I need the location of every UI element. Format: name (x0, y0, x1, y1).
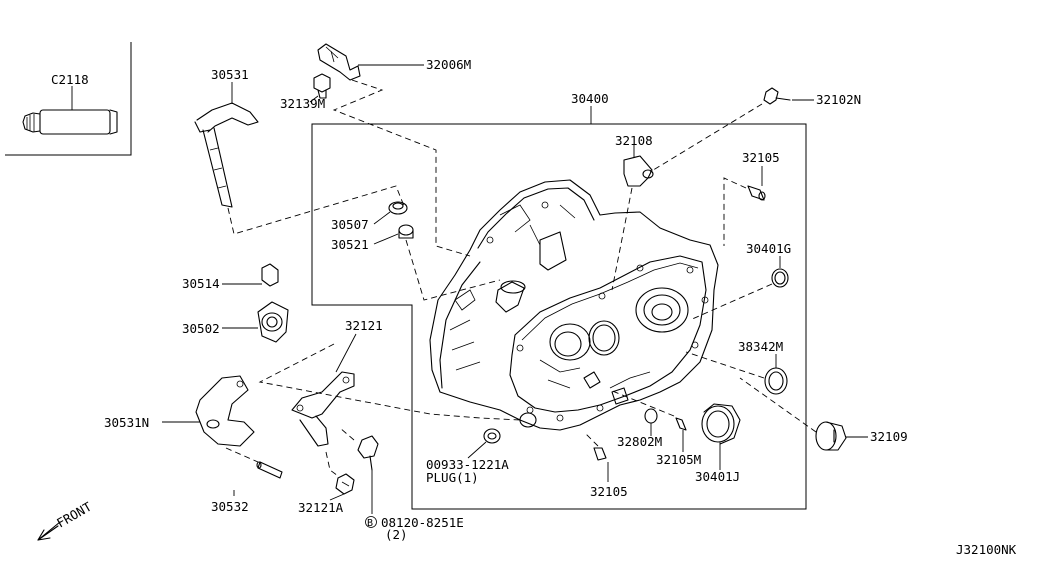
label-32121: 32121 (345, 318, 383, 333)
diagram-code: J32100NK (956, 542, 1017, 557)
part-30400-housing[interactable] (429, 179, 719, 431)
part-30514-clip[interactable] (261, 263, 279, 287)
label-30401j: 30401J (695, 469, 740, 484)
label-32105-top: 32105 (742, 150, 780, 165)
part-30507-bushing[interactable] (388, 201, 408, 215)
part-32006m-speed-sensor[interactable] (317, 43, 361, 81)
part-30502-release-bearing[interactable] (257, 301, 289, 343)
part-32121-lever[interactable] (291, 371, 355, 447)
dash-38342m (685, 351, 765, 379)
bolt-symbol-badge: B (365, 516, 377, 529)
dash-32108 (611, 187, 633, 291)
part-08120-bolt[interactable] (357, 435, 379, 471)
label-30531: 30531 (211, 67, 249, 82)
leader-32139m (309, 95, 319, 103)
label-30502: 30502 (182, 321, 220, 336)
label-32139m: 32139M (280, 96, 325, 111)
label-bolt-qty: (2) (385, 527, 408, 542)
label-32105m: 32105M (656, 452, 701, 467)
inset-frame (5, 42, 132, 156)
dash-32109 (739, 377, 817, 433)
part-c2118-tube[interactable] (22, 109, 118, 135)
label-08120: 08120-8251E (381, 515, 464, 530)
dash-08120 (339, 427, 355, 441)
leader-32121 (335, 333, 357, 373)
label-32102n: 32102N (816, 92, 861, 107)
dash-32105m (609, 389, 675, 417)
part-32102n-clip[interactable] (763, 87, 791, 105)
part-30401g-seal[interactable] (771, 268, 789, 288)
dash-32121a (325, 451, 339, 477)
dash-30521 (405, 239, 501, 301)
part-30531-fork-shaft[interactable] (194, 102, 259, 208)
part-32121a-bolt[interactable] (335, 473, 355, 495)
part-32105-dowel-bottom[interactable] (593, 447, 607, 461)
part-32105-dowel-top[interactable] (747, 185, 766, 201)
part-30401j-seal[interactable] (701, 403, 741, 445)
dash-32105-top (723, 177, 747, 246)
leader-30507 (373, 211, 391, 225)
part-30532-pin[interactable] (256, 461, 283, 479)
dash-30531 (227, 185, 405, 235)
leader-32121a (329, 493, 345, 501)
label-30507: 30507 (331, 217, 369, 232)
part-38342m-seal[interactable] (764, 367, 788, 395)
dash-30401g (689, 283, 773, 321)
part-32802m-washer[interactable] (644, 408, 658, 424)
label-30531n: 30531N (104, 415, 149, 430)
label-32121a: 32121A (298, 500, 344, 515)
housing-assembly-frame (311, 123, 807, 510)
label-30521: 30521 (331, 237, 369, 252)
front-arrow-icon (37, 521, 61, 541)
dash-30532 (225, 447, 259, 463)
label-38342m: 38342M (738, 339, 783, 354)
dash-32105-bottom (583, 431, 599, 447)
leader-30521 (373, 233, 399, 245)
label-30401g: 30401G (746, 241, 791, 256)
label-32108: 32108 (615, 133, 653, 148)
label-30400: 30400 (571, 91, 609, 106)
part-32139m-bolt[interactable] (313, 73, 331, 99)
part-32109-cover[interactable] (815, 421, 847, 451)
dash-32121 (258, 343, 521, 421)
part-30521-bushing[interactable] (398, 224, 414, 239)
part-30531n-fork[interactable] (195, 375, 255, 447)
dash-32102n (649, 103, 763, 173)
label-c2118: C2118 (51, 72, 89, 87)
label-32109: 32109 (870, 429, 908, 444)
dash-32006m (332, 79, 471, 257)
part-00933-plug[interactable] (483, 428, 501, 444)
label-30514: 30514 (182, 276, 220, 291)
label-32105-bottom: 32105 (590, 484, 628, 499)
bolt-symbol: B (367, 518, 373, 529)
label-32006m: 32006M (426, 57, 471, 72)
label-32802m: 32802M (617, 434, 662, 449)
part-32105m-pin[interactable] (675, 417, 687, 431)
label-plug: PLUG(1) (426, 470, 479, 485)
label-30532: 30532 (211, 499, 249, 514)
leader-00933 (467, 441, 487, 459)
label-00933: 00933-1221A (426, 457, 509, 472)
part-32108-bracket[interactable] (623, 155, 654, 187)
front-label: FRONT (54, 499, 94, 531)
